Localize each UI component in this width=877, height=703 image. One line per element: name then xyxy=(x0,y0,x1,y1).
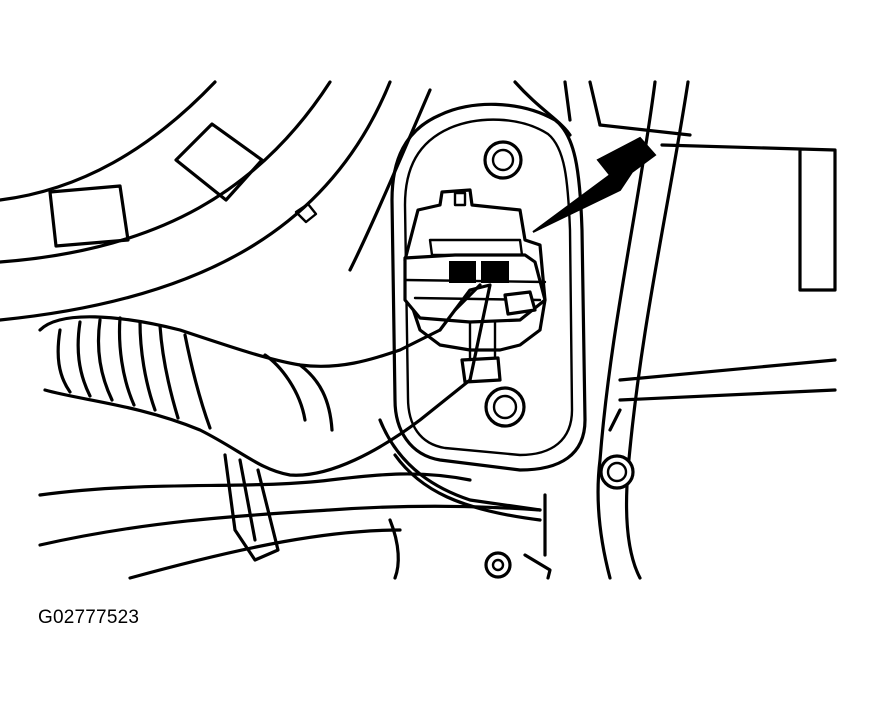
lower-mounting-bolt xyxy=(484,386,526,428)
harness-tie-strap xyxy=(223,453,280,562)
pointer-arrow xyxy=(532,136,657,233)
resistor-mount-plate xyxy=(378,102,587,522)
wiring-harness xyxy=(38,283,492,477)
panel-cutout-diamond xyxy=(174,122,264,202)
pillar-bolt xyxy=(599,454,635,490)
lower-bolt xyxy=(484,551,512,579)
body-pillar xyxy=(513,80,837,580)
lower-harness-lines xyxy=(38,472,552,580)
upper-mounting-bolt xyxy=(483,140,523,180)
panel-cutout-square xyxy=(48,184,130,248)
panel-outline xyxy=(0,80,432,322)
figure-id-label: G02777523 xyxy=(38,607,140,628)
